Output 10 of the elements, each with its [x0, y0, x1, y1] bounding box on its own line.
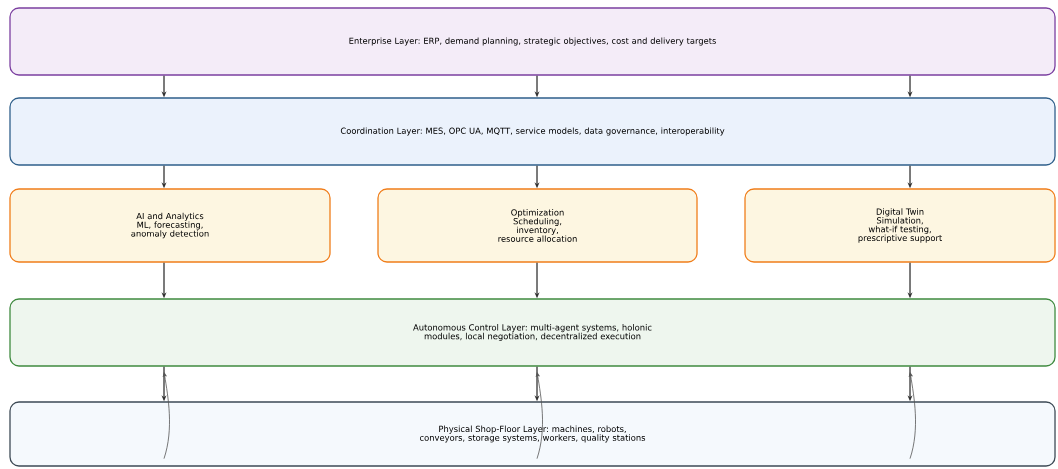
- module-box: Digital Twin Simulation, what-if testing, prescriptive support: [744, 188, 1056, 263]
- arrow: [535, 372, 543, 460]
- arrow: [162, 372, 170, 460]
- module-box: Optimization Scheduling, inventory, resource allocation: [377, 188, 698, 263]
- module-box: AI and Analytics ML, forecasting, anomaly detection: [9, 188, 331, 263]
- layer-box: Enterprise Layer: ERP, demand planning, strategic objectives, cost and delivery targets: [9, 7, 1056, 76]
- layer-box: Autonomous Control Layer: multi-agent systems, holonic modules, local negotiation, decentralized execution: [9, 298, 1056, 367]
- layer-box: Physical Shop-Floor Layer: machines, robots, conveyors, storage systems, workers, quality stations: [9, 401, 1056, 467]
- arrow: [908, 372, 916, 460]
- layer-box: Coordination Layer: MES, OPC UA, MQTT, service models, data governance, interoperability: [9, 97, 1056, 166]
